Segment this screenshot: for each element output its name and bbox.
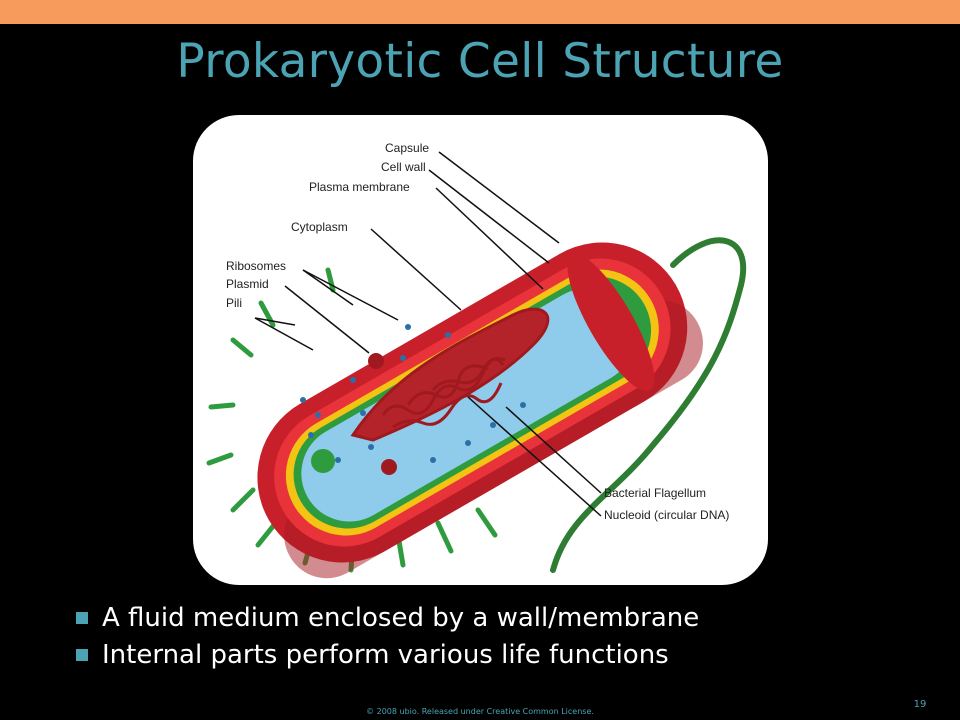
square-bullet-icon [76,612,88,624]
flagellum [550,237,747,573]
square-bullet-icon [76,649,88,661]
label-plasma-membrane: Plasma membrane [309,180,410,194]
page-number: 19 [913,699,927,710]
label-cell-wall: Cell wall [381,160,426,174]
label-flagellum: Bacterial Flagellum [604,486,706,500]
bullet-item: Internal parts perform various life func… [76,637,699,674]
cell-diagram: Capsule Cell wall Plasma membrane Cytopl… [193,115,768,585]
nucleoid [350,307,550,442]
slide-title: Prokaryotic Cell Structure [176,34,784,89]
ribosomes [300,324,526,463]
bullet-item: A fluid medium enclosed by a wall/membra… [76,600,699,637]
leader-lines [254,151,602,517]
plasmid-2 [381,459,397,475]
label-nucleoid: Nucleoid (circular DNA) [604,508,729,522]
label-pili: Pili [226,296,242,310]
cell-illustration: Capsule Cell wall Plasma membrane Cytopl… [206,141,747,579]
granule [311,449,335,473]
footer-credit: © 2008 ubio. Released under Creative Com… [366,707,594,716]
label-plasmid: Plasmid [226,277,269,291]
cut-face [567,254,655,391]
plasmid-1 [368,353,384,369]
bullet-text: A fluid medium enclosed by a wall/membra… [102,603,700,633]
bullet-list: A fluid medium enclosed by a wall/membra… [76,600,699,674]
label-capsule: Capsule [385,141,429,155]
top-accent-bar [0,0,960,24]
label-ribosomes: Ribosomes [226,259,286,273]
bullet-text: Internal parts perform various life func… [102,640,669,670]
label-cytoplasm: Cytoplasm [291,220,348,234]
